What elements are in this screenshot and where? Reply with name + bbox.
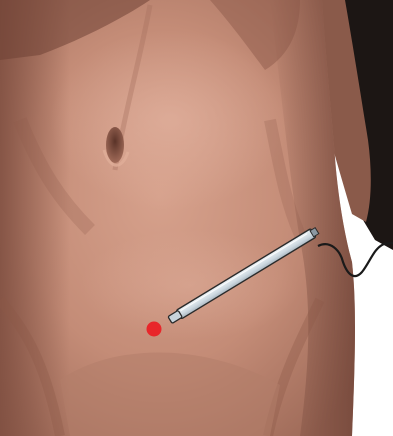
lower-belly-highlight	[80, 230, 300, 340]
belly-highlight	[50, 30, 290, 210]
navel	[106, 127, 124, 163]
red-marker-dot	[147, 322, 162, 337]
left-shadow	[0, 0, 70, 436]
